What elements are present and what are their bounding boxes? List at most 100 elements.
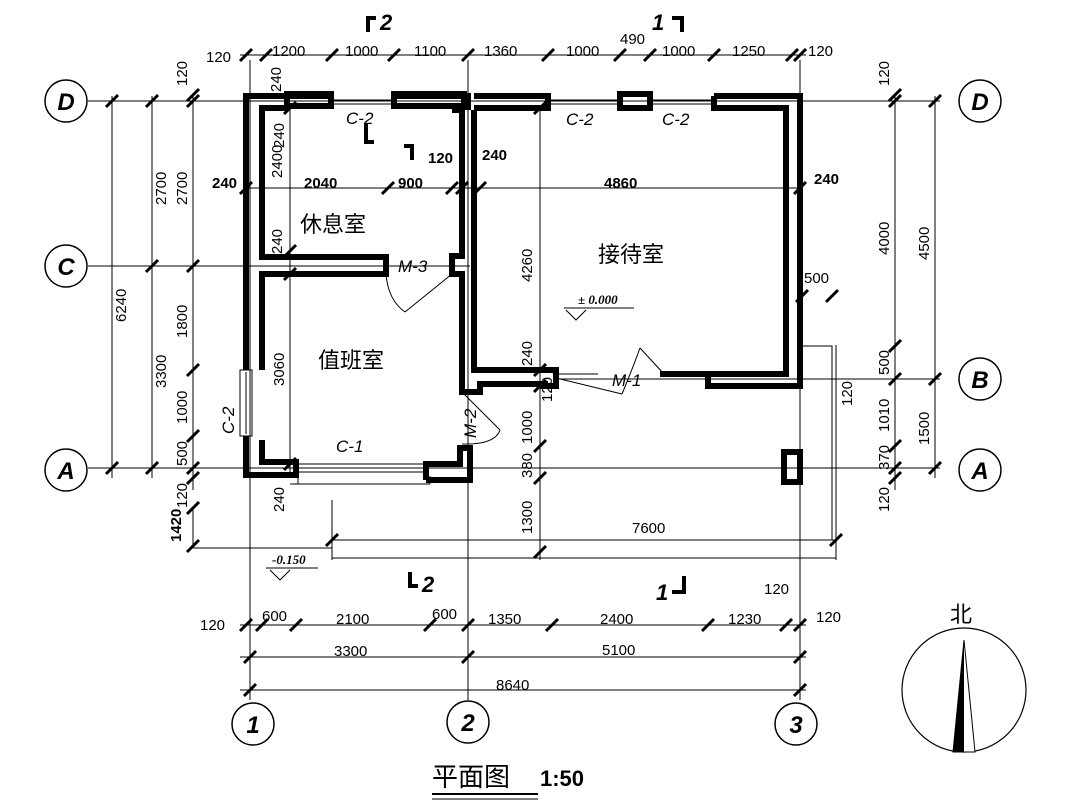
dim-int-16: 380 bbox=[519, 453, 536, 478]
dim-left-mid-0: 2700 bbox=[153, 172, 170, 205]
dim-int-18: 7600 bbox=[632, 520, 665, 537]
dim-left-in-1: 2700 bbox=[174, 172, 191, 205]
dim-top-6: 490 bbox=[620, 31, 645, 48]
dim-int-14: 120 bbox=[539, 377, 556, 402]
dim-bot1-5: 2400 bbox=[600, 611, 633, 628]
axis-D-left: D bbox=[57, 89, 74, 116]
dim-int-19: 500 bbox=[804, 270, 829, 287]
dim-right-in-2: 500 bbox=[876, 350, 893, 375]
label-c2-b: C-2 bbox=[566, 110, 594, 129]
dim-top-7: 1000 bbox=[662, 43, 695, 60]
dim-left-in-2: 1800 bbox=[174, 305, 191, 338]
dim-int-8: 240 bbox=[814, 171, 839, 188]
dim-left-in-5: 120 bbox=[174, 483, 191, 508]
axis-lines bbox=[88, 60, 940, 700]
axis-3: 3 bbox=[789, 712, 803, 739]
dim-int-13: 240 bbox=[519, 341, 536, 366]
windows bbox=[239, 99, 833, 540]
north-label: 北 bbox=[950, 603, 972, 628]
dim-left-mid-1: 3300 bbox=[153, 355, 170, 388]
dim-int-3: 2040 bbox=[304, 175, 337, 192]
dim-int-6: 240 bbox=[482, 147, 507, 164]
label-c2-a: C-2 bbox=[346, 109, 374, 128]
dim-int-0: 240 bbox=[268, 67, 285, 92]
dim-int-20: 120 bbox=[839, 381, 856, 406]
label-c2-d: C-2 bbox=[219, 406, 238, 434]
dimension-lines bbox=[111, 54, 936, 691]
compass-needle-fill bbox=[953, 640, 964, 752]
level-marks: ± 0.000 -0.150 bbox=[266, 292, 634, 581]
dim-bot1-4: 1350 bbox=[488, 611, 521, 628]
dim-left-in-3: 1000 bbox=[174, 391, 191, 424]
section-1-bot: 1 bbox=[656, 580, 668, 605]
section-marks: 2 1 2 1 bbox=[364, 10, 686, 605]
dim-top-5: 1000 bbox=[566, 43, 599, 60]
dim-bot1-0: 120 bbox=[200, 617, 225, 634]
dim-left-outer: 6240 bbox=[113, 289, 130, 322]
room-names: 休息室 接待室 值班室 bbox=[300, 213, 664, 374]
axis-B-right: B bbox=[971, 367, 988, 394]
dim-int-17: 1300 bbox=[519, 501, 536, 534]
dim-bot1-2: 2100 bbox=[336, 611, 369, 628]
dim-top-3: 1100 bbox=[414, 43, 446, 60]
dim-bot1-8: 120 bbox=[816, 609, 841, 626]
dim-right-in-3: 1010 bbox=[876, 399, 893, 432]
dim-bot1-6: 1230 bbox=[728, 611, 761, 628]
dim-right-out-0: 4500 bbox=[916, 227, 933, 260]
section-2-top: 2 bbox=[379, 10, 393, 35]
dim-left-misc-0: 1420 bbox=[168, 509, 185, 542]
axis-1: 1 bbox=[246, 712, 259, 739]
dim-int-9: 240 bbox=[269, 229, 286, 254]
drawing-title: 平面图 1:50 bbox=[432, 763, 584, 800]
dimensions-left: 6240 2700 3300 120 2700 1800 1000 500 12… bbox=[113, 61, 191, 542]
title-name: 平面图 bbox=[432, 763, 510, 793]
dim-top-9: 120 bbox=[808, 43, 833, 60]
dim-top-0: 120 bbox=[206, 49, 231, 66]
dim-int-12: 4260 bbox=[519, 249, 536, 282]
dim-int-10: 240 bbox=[271, 487, 288, 512]
room-reception: 接待室 bbox=[598, 243, 664, 268]
dim-bot2-0: 3300 bbox=[334, 643, 367, 660]
dimensions-right: 120 4000 500 1010 370 120 4500 1500 bbox=[876, 61, 933, 512]
dim-int-1: 240 bbox=[212, 175, 237, 192]
dimensions-interior: 240 240 2400 2040 900 120 240 4860 240 2… bbox=[212, 67, 856, 537]
level-outside: -0.150 bbox=[272, 552, 306, 567]
label-m2: M-2 bbox=[461, 408, 480, 438]
dim-int-11: 3060 bbox=[271, 353, 288, 386]
dim-bot1-7: 120 bbox=[764, 581, 789, 598]
level-floor: ± 0.000 bbox=[578, 292, 618, 307]
opening-labels: C-2 C-2 C-2 C-2 C-1 M-3 M-2 M-1 bbox=[219, 109, 690, 456]
dim-right-in-0: 120 bbox=[876, 61, 893, 86]
dim-top-2: 1000 bbox=[345, 43, 378, 60]
dim-right-in-4: 370 bbox=[876, 445, 893, 470]
dim-int-21: 240 bbox=[271, 123, 288, 148]
label-m1: M-1 bbox=[612, 371, 641, 390]
dim-top-1: 1200 bbox=[272, 43, 305, 60]
axis-A-left: A bbox=[56, 458, 74, 485]
dimensions-top: 120 1200 1000 1100 1360 1000 490 1000 12… bbox=[206, 31, 833, 66]
dimension-ticks bbox=[104, 47, 943, 698]
dim-bot2-1: 5100 bbox=[602, 642, 635, 659]
dim-bot1-3: 600 bbox=[432, 606, 457, 623]
dim-int-7: 4860 bbox=[604, 175, 637, 192]
axis-2: 2 bbox=[460, 710, 475, 737]
axis-A-right: A bbox=[970, 458, 988, 485]
label-m3: M-3 bbox=[398, 257, 428, 276]
dimensions-bottom: 120 600 2100 600 1350 2400 1230 120 120 … bbox=[200, 581, 841, 694]
label-c2-c: C-2 bbox=[662, 110, 690, 129]
room-duty: 值班室 bbox=[318, 349, 384, 374]
dim-int-5: 120 bbox=[428, 150, 453, 167]
dim-bot1-1: 600 bbox=[262, 608, 287, 625]
dim-right-in-5: 120 bbox=[876, 487, 893, 512]
doors bbox=[385, 273, 665, 445]
title-scale: 1:50 bbox=[540, 766, 584, 791]
axis-D-right: D bbox=[971, 89, 988, 116]
north-arrow: 北 bbox=[901, 603, 1027, 753]
section-2-bot: 2 bbox=[421, 572, 435, 597]
label-c1: C-1 bbox=[336, 437, 363, 456]
axis-bubbles: D C A D B A 1 2 3 bbox=[44, 79, 1002, 746]
dim-right-out-1: 1500 bbox=[916, 412, 933, 445]
dim-top-8: 1250 bbox=[732, 43, 765, 60]
dim-left-in-0: 120 bbox=[174, 61, 191, 86]
